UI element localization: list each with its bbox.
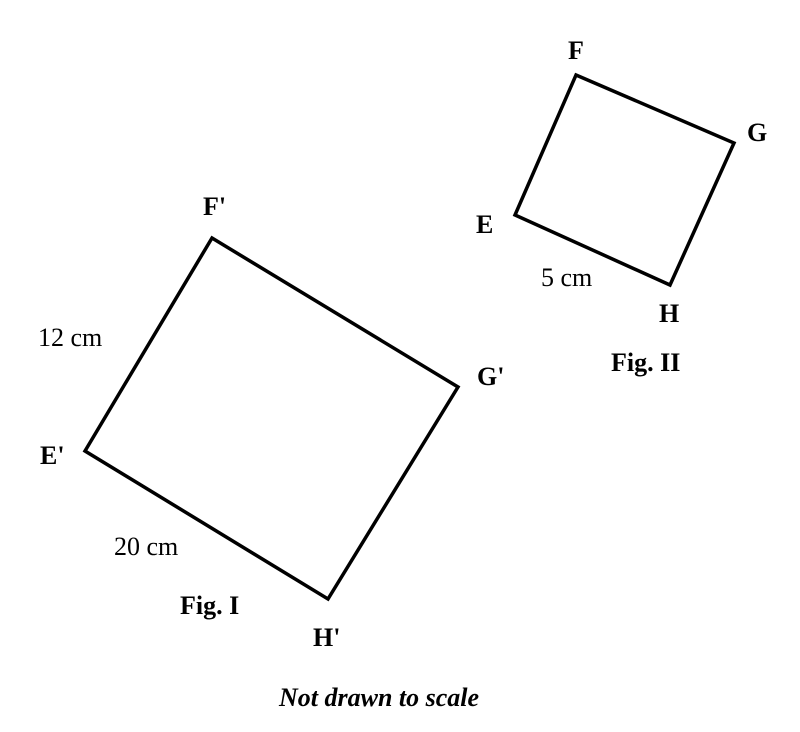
side-eh-length: 5 cm xyxy=(541,263,592,292)
fig2-caption: Fig. II xyxy=(611,348,680,377)
vertex-e: E xyxy=(476,210,493,239)
vertex-f-prime: F' xyxy=(203,192,226,221)
fig1-caption: Fig. I xyxy=(180,591,239,620)
quadrilateral-efgh xyxy=(512,72,737,288)
scale-note: Not drawn to scale xyxy=(278,683,479,712)
vertex-f: F xyxy=(568,36,584,65)
vertex-g: G xyxy=(747,118,767,147)
vertex-g-prime: G' xyxy=(477,362,504,391)
quadrilateral-efgh-prime xyxy=(82,235,461,602)
vertex-h-prime: H' xyxy=(313,623,340,652)
vertex-e-prime: E' xyxy=(40,441,65,470)
side-ef-prime-length: 12 cm xyxy=(38,323,102,352)
vertex-h: H xyxy=(659,299,679,328)
side-eh-prime-length: 20 cm xyxy=(114,532,178,561)
